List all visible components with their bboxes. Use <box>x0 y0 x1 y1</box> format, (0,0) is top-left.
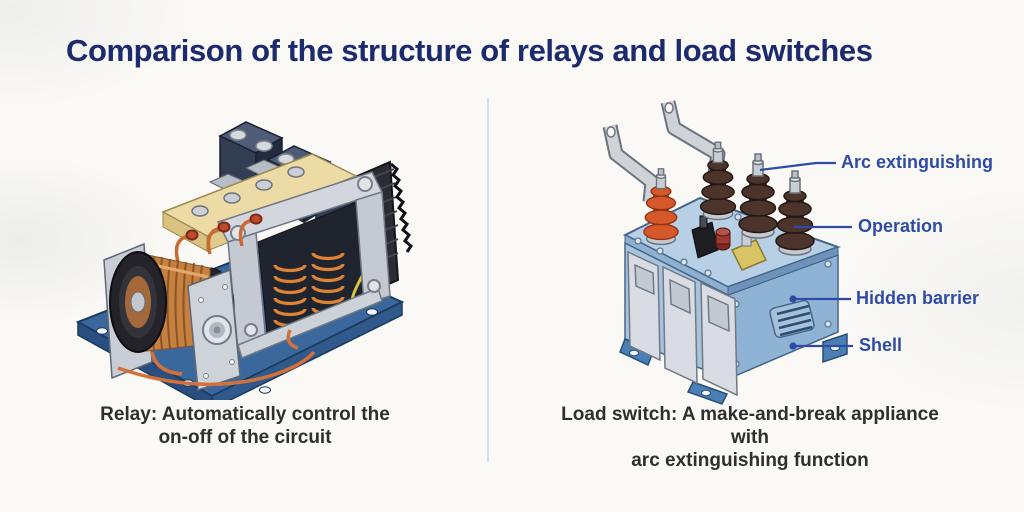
relay-caption: Relay: Automatically control the on-off … <box>40 403 450 449</box>
label-shell: Shell <box>859 335 903 355</box>
label-arc-extinguishing: Arc extinguishing <box>841 152 994 172</box>
label-operation: Operation <box>858 216 944 236</box>
load-switch-barrier-panels <box>627 250 738 397</box>
load-switch-brown-bushing-3 <box>775 170 815 256</box>
load-switch-caption: Load switch: A make-and-break appliance … <box>545 403 955 472</box>
load-switch-3d-illustration <box>602 100 848 405</box>
load-switch-vent <box>769 299 815 339</box>
relay-bearing-plate <box>187 268 241 392</box>
load-switch-brown-bushing-2 <box>738 153 778 239</box>
load-switch-caption-line1: Load switch: A make-and-break appliance … <box>561 404 939 448</box>
relay-hook-wires <box>174 213 263 263</box>
vertical-divider <box>487 98 489 462</box>
relay-caption-line1: Relay: Automatically control the <box>100 404 390 425</box>
label-hidden-barrier: Hidden barrier <box>856 288 980 308</box>
relay-springs <box>273 252 345 328</box>
relay-front-wires <box>117 329 316 387</box>
relay-3d-cutaway-illustration <box>75 121 413 400</box>
load-switch-top-components <box>691 215 768 271</box>
page-title: Comparison of the structure of relays an… <box>66 33 873 68</box>
relay-frame <box>216 171 391 360</box>
load-switch-caption-line2: arc extinguishing function <box>631 450 869 471</box>
relay-caption-line2: on-off of the circuit <box>158 427 332 448</box>
